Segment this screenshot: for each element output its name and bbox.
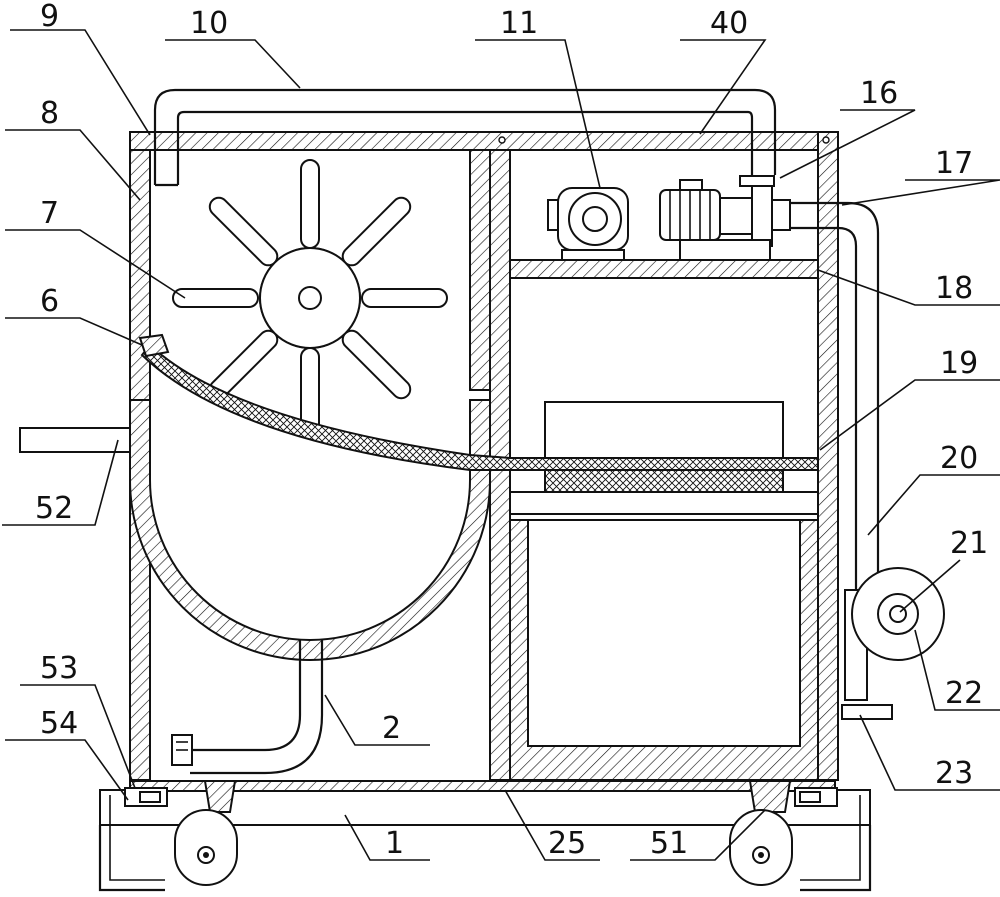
labels: 9 10 11 40 16 17 8 7 6 18 19 20 52 21 22… [35, 0, 988, 861]
label-23: 23 [935, 756, 973, 791]
label-2: 2 [382, 711, 401, 746]
side-pump [844, 567, 945, 701]
left-wheel [174, 809, 238, 886]
label-54: 54 [40, 706, 78, 741]
foot-plate [841, 704, 893, 720]
label-25: 25 [548, 826, 586, 861]
filter-mesh [138, 333, 819, 471]
label-51: 51 [650, 826, 688, 861]
motor [547, 187, 629, 261]
label-19: 19 [940, 346, 978, 381]
label-22: 22 [945, 676, 983, 711]
label-9: 9 [40, 0, 59, 34]
pump [659, 175, 791, 261]
drain-pipe [171, 640, 324, 775]
label-8: 8 [40, 96, 59, 131]
label-6: 6 [40, 284, 59, 319]
leader-lines [2, 29, 1000, 861]
right-bracket [794, 787, 838, 807]
right-wheel [729, 809, 793, 886]
label-10: 10 [190, 6, 228, 41]
top-pipe [153, 88, 777, 187]
label-7: 7 [40, 196, 59, 231]
label-17: 17 [935, 146, 973, 181]
label-18: 18 [935, 271, 973, 306]
shelf [509, 259, 819, 279]
left-bracket [124, 787, 168, 807]
label-53: 53 [40, 651, 78, 686]
label-20: 20 [940, 441, 978, 476]
label-21: 21 [950, 526, 988, 561]
stirring-wheel [172, 159, 448, 437]
side-pipe [19, 427, 131, 453]
outlet-pipe [790, 201, 880, 700]
label-52: 52 [35, 491, 73, 526]
collection-box [509, 519, 819, 781]
filter-box [509, 401, 819, 515]
label-40: 40 [710, 6, 748, 41]
base-frame [98, 780, 872, 892]
label-1: 1 [385, 826, 404, 861]
mixing-tank [129, 399, 491, 661]
label-16: 16 [860, 76, 898, 111]
label-11: 11 [500, 6, 538, 41]
